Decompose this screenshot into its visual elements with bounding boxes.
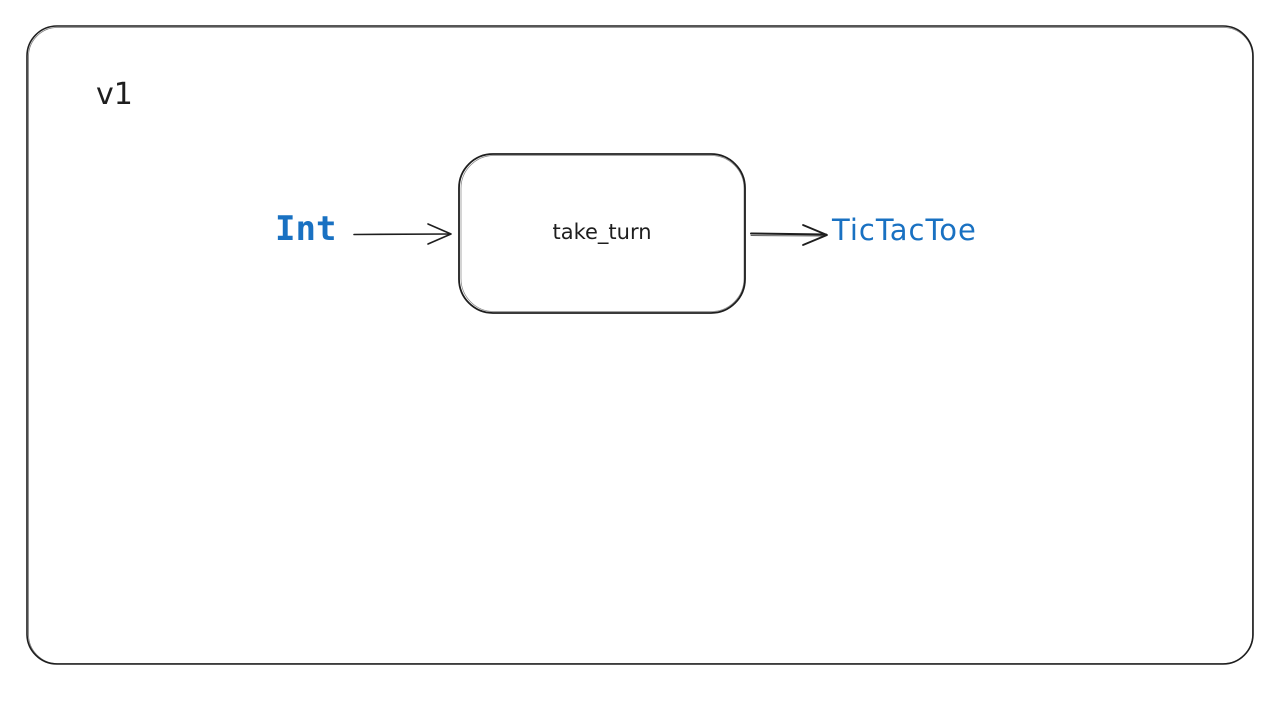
process-node-box [458, 153, 746, 314]
frame-border-sketch [28, 27, 1253, 664]
input-type-label: Int [275, 209, 337, 249]
frame-label: v1 [96, 77, 133, 112]
output-type-label: TicTacToe [832, 213, 977, 247]
process-node-label: take_turn [552, 220, 652, 244]
edge-process-to-output [750, 224, 828, 246]
edge-input-to-process [353, 223, 452, 245]
frame-border [26, 25, 1254, 665]
process-node-box-sketch [460, 155, 745, 312]
